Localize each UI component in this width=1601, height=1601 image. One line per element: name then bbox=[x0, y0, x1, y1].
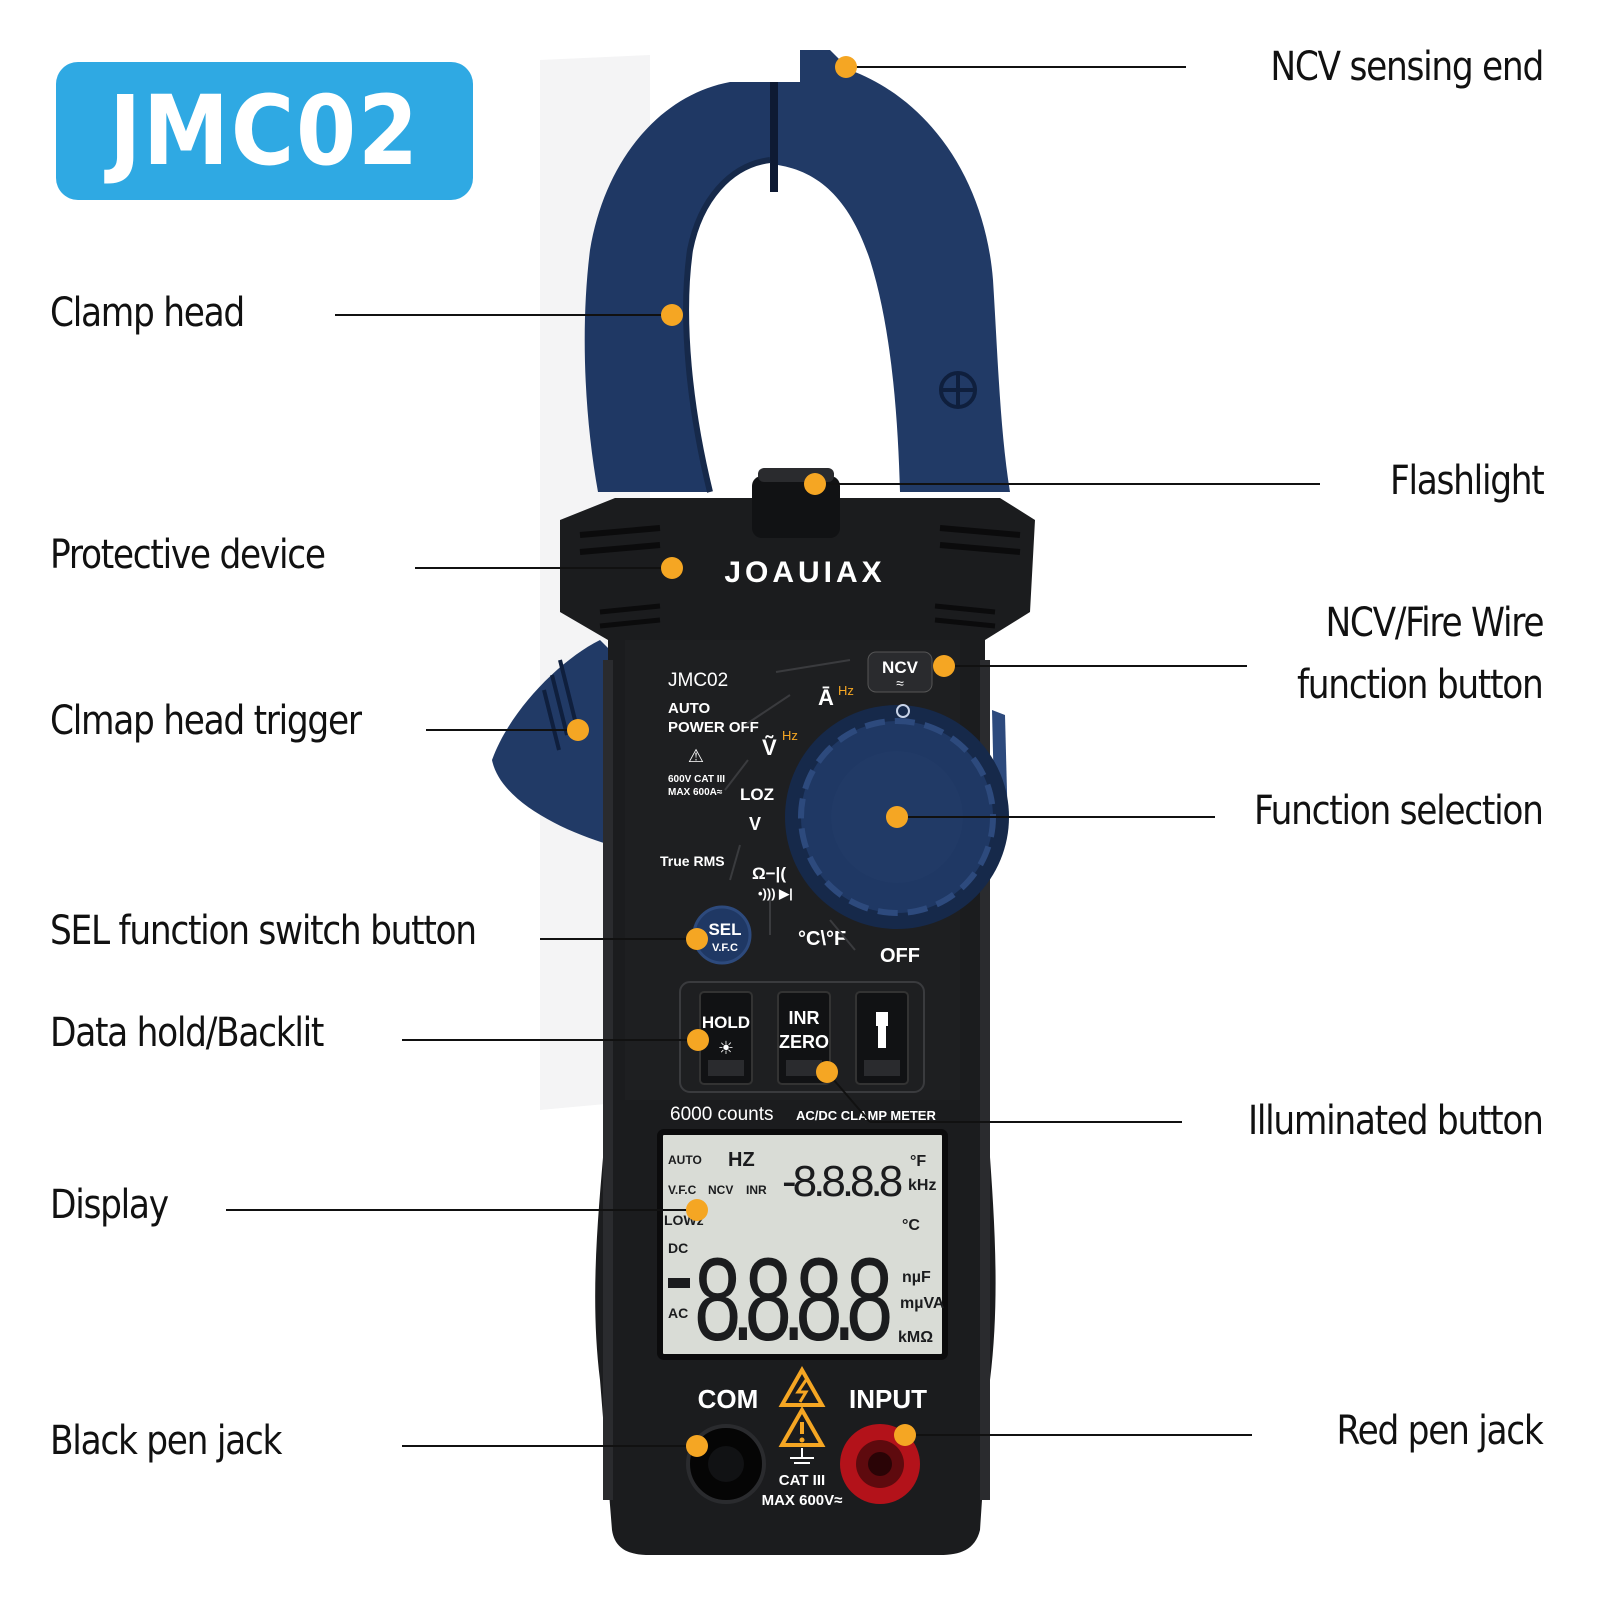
dial-ncv-position[interactable]: NCV ≈ bbox=[867, 651, 933, 693]
lcd-small-digits: -8.8.8.8 bbox=[782, 1157, 902, 1206]
input-label: INPUT bbox=[849, 1384, 927, 1414]
svg-text:≈: ≈ bbox=[896, 675, 904, 691]
lcd-f-unit: °F bbox=[910, 1153, 926, 1170]
panel-power-off: POWER OFF bbox=[668, 719, 759, 736]
sel-button[interactable]: SEL V.F.C bbox=[692, 905, 752, 965]
lcd-display bbox=[657, 1129, 948, 1360]
panel-rating-1: 600V CAT III bbox=[668, 774, 725, 785]
lcd-hz: HZ bbox=[728, 1149, 755, 1171]
callout-ncv-button-line2: function button bbox=[1297, 662, 1544, 708]
jack-max-rating: MAX 600V≈ bbox=[762, 1492, 843, 1509]
counts-label: 6000 counts bbox=[670, 1104, 774, 1125]
lcd-inr: INR bbox=[746, 1183, 767, 1197]
clamp-inner-edge bbox=[683, 157, 771, 493]
model-badge-text: JMC02 bbox=[109, 75, 420, 187]
lcd-ncv: NCV bbox=[708, 1183, 733, 1197]
flashlight-icon bbox=[876, 1012, 888, 1048]
dial-label-a: Ā bbox=[818, 685, 834, 710]
svg-text:NCV: NCV bbox=[882, 658, 919, 677]
lcd-mva: mµVA bbox=[900, 1295, 945, 1312]
high-voltage-warning-icon bbox=[778, 1365, 826, 1407]
flashlight-button[interactable] bbox=[855, 991, 909, 1085]
panel-rating-2: MAX 600A≈ bbox=[668, 787, 723, 798]
callout-red-pen-jack: Red pen jack bbox=[1336, 1408, 1544, 1454]
svg-text:HOLD: HOLD bbox=[702, 1013, 750, 1032]
dial-label-v-hz: Hz bbox=[782, 728, 798, 743]
dial-label-ohm: Ω−|( bbox=[752, 864, 786, 883]
lcd-c-unit: °C bbox=[902, 1217, 920, 1234]
callout-ncv-sensing-end: NCV sensing end bbox=[1270, 44, 1544, 90]
lcd-vfc: V.F.C bbox=[668, 1183, 697, 1197]
clamp-jaw-gap bbox=[770, 82, 778, 192]
flashlight bbox=[752, 476, 840, 538]
lcd-kmohm: kMΩ bbox=[898, 1329, 933, 1346]
dial-label-diode: •))) ▶| bbox=[758, 886, 793, 901]
warning-triangle-icon: ⚠ bbox=[688, 746, 704, 766]
callout-clamp-head: Clamp head bbox=[50, 290, 245, 336]
callout-dots bbox=[567, 56, 955, 1457]
dial-label-loz-v: V bbox=[749, 814, 761, 834]
jack-cat-rating: CAT III bbox=[779, 1472, 825, 1489]
lcd-minus-sign bbox=[668, 1278, 690, 1288]
model-badge: JMC02 bbox=[56, 62, 473, 200]
hold-backlight-button[interactable]: HOLD ☀ bbox=[699, 991, 753, 1085]
svg-text:INR: INR bbox=[789, 1008, 820, 1028]
dial-label-v: Ṽ bbox=[762, 735, 777, 760]
caution-warning-icon bbox=[778, 1405, 826, 1447]
lcd-nuf: nµF bbox=[902, 1269, 931, 1286]
clamp-jaw-left bbox=[584, 82, 770, 492]
svg-text:ZERO: ZERO bbox=[779, 1032, 829, 1052]
lcd-khz: kHz bbox=[908, 1177, 936, 1194]
dial-label-temp: °C\°F bbox=[798, 928, 846, 950]
svg-text:SEL: SEL bbox=[708, 920, 741, 939]
button-panel bbox=[679, 981, 925, 1093]
panel-auto: AUTO bbox=[668, 700, 711, 717]
callout-clamp-trigger: Clmap head trigger bbox=[50, 698, 362, 744]
backlight-icon: ☀ bbox=[718, 1038, 734, 1058]
counts-sub-label: AC/DC CLAMP METER bbox=[796, 1108, 936, 1123]
dial-label-off: OFF bbox=[880, 945, 920, 967]
callout-illuminated-button: Illuminated button bbox=[1248, 1098, 1544, 1144]
callout-sel-button: SEL function switch button bbox=[50, 908, 477, 954]
lcd-big-digits: 8.8.8.8 bbox=[694, 1233, 890, 1365]
callout-data-hold: Data hold/Backlit bbox=[50, 1010, 324, 1056]
lcd-ac: AC bbox=[668, 1305, 688, 1321]
lcd-dc: DC bbox=[668, 1240, 688, 1256]
com-label: COM bbox=[698, 1384, 759, 1414]
svg-text:V.F.C: V.F.C bbox=[712, 942, 738, 954]
lcd-auto: AUTO bbox=[668, 1153, 702, 1167]
callout-black-pen-jack: Black pen jack bbox=[50, 1418, 282, 1464]
brand-logo: JOAUIAX bbox=[724, 556, 885, 589]
clamp-jaw-right bbox=[778, 50, 1010, 492]
dial-label-loz: LOZ bbox=[740, 785, 774, 804]
callout-protective-device: Protective device bbox=[50, 532, 326, 578]
callout-function-selection: Function selection bbox=[1254, 788, 1544, 834]
callout-display: Display bbox=[50, 1182, 169, 1228]
panel-true-rms: True RMS bbox=[660, 853, 725, 869]
ground-icon bbox=[790, 1448, 814, 1464]
callout-flashlight: Flashlight bbox=[1389, 458, 1545, 504]
callout-ncv-button-line1: NCV/Fire Wire bbox=[1325, 600, 1544, 646]
leader-lines bbox=[226, 66, 1320, 1447]
dial-label-a-hz: Hz bbox=[838, 683, 854, 698]
panel-model: JMC02 bbox=[668, 670, 728, 691]
inr-zero-button[interactable]: INR ZERO bbox=[777, 991, 831, 1085]
